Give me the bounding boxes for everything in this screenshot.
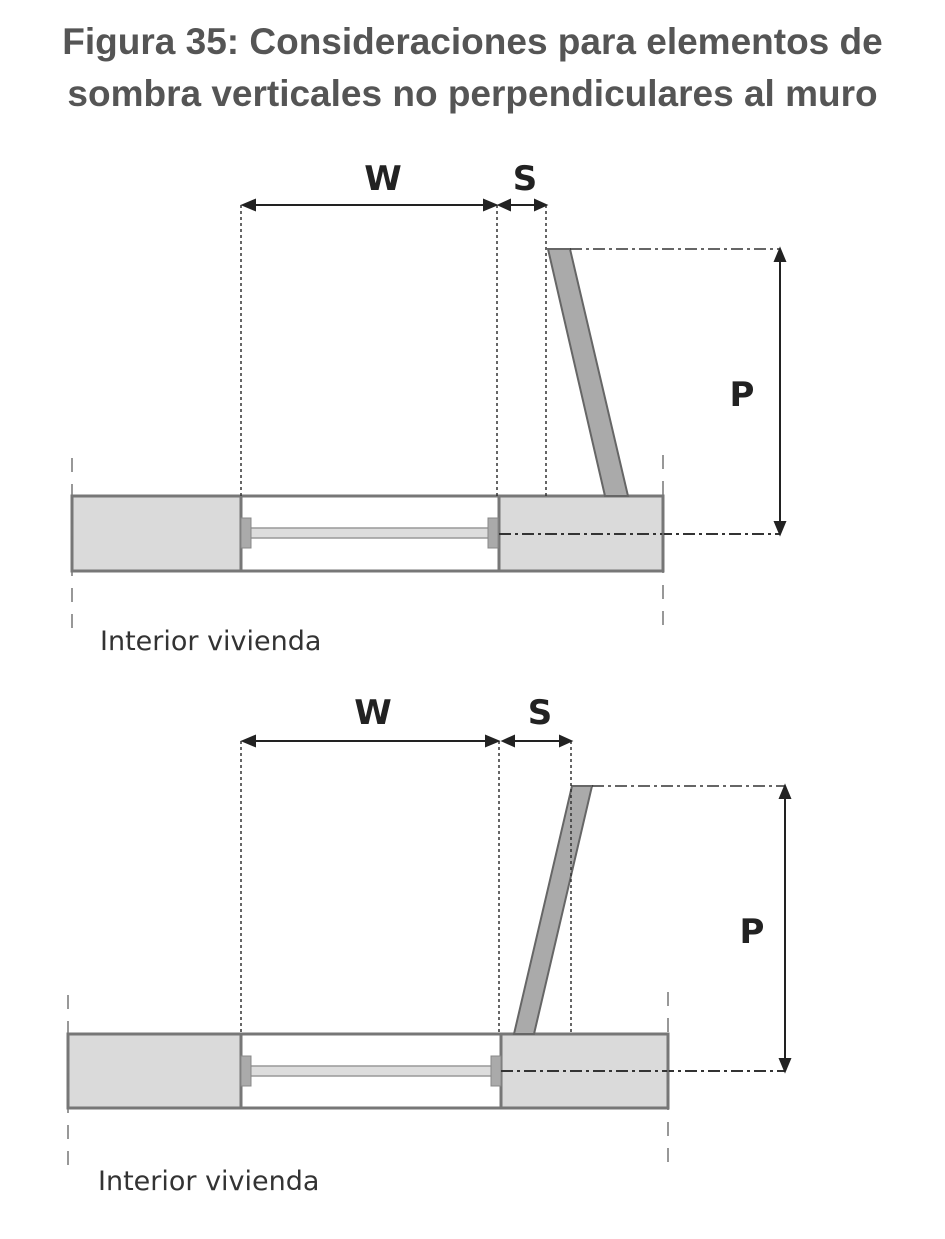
dimension-arrows (240, 198, 787, 537)
w-label: W (364, 159, 402, 199)
window (240, 1055, 502, 1087)
interior-label: Interior vivienda (98, 1166, 319, 1197)
figure-title-line-1: Figura 35: Consideraciones para elemento… (62, 21, 883, 62)
p-label: P (740, 912, 765, 952)
s-label: S (528, 693, 553, 733)
wall (66, 1032, 670, 1110)
w-label: W (354, 693, 392, 733)
p-label: P (730, 375, 755, 415)
diagram-bottom: W S P Interior vivienda (66, 693, 792, 1197)
diagram-top: W S P Interior vivienda (70, 159, 787, 657)
window (240, 517, 499, 549)
shade-fin (546, 248, 630, 497)
shade-fin (512, 785, 594, 1035)
figure-title-line-2: sombra verticales no perpendiculares al … (67, 73, 878, 114)
interior-label: Interior vivienda (100, 626, 321, 657)
s-label: S (513, 159, 538, 199)
dimension-arrows (240, 734, 792, 1074)
